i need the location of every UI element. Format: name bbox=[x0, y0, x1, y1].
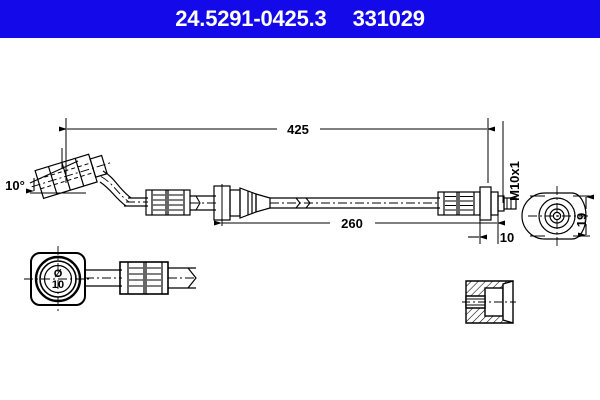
hose-section-right bbox=[270, 197, 440, 209]
bore-diameter-value: 10 bbox=[52, 279, 64, 291]
reference-number-label: 331029 bbox=[352, 6, 425, 31]
right-threaded-end bbox=[479, 186, 517, 221]
dimension-label-10: 10 bbox=[500, 230, 514, 245]
lower-hose-section-left bbox=[85, 269, 122, 287]
ferrule-left bbox=[145, 189, 191, 216]
dimension-260: 260 bbox=[214, 216, 505, 231]
dimension-label-m10x1: M10x1 bbox=[507, 161, 522, 201]
end-view-extension-ticks bbox=[530, 195, 545, 237]
hose-section-mid-left bbox=[190, 195, 216, 211]
dimension-label-425: 425 bbox=[287, 122, 309, 137]
dimension-label-260: 260 bbox=[341, 216, 363, 231]
dimension-10: 10 bbox=[468, 213, 514, 245]
part-number-label: 24.5291-0425.3 bbox=[175, 6, 327, 31]
dimension-angle-10deg: 10° bbox=[5, 148, 86, 194]
header-bar: 24.5291-0425.3 331029 bbox=[0, 0, 600, 38]
drawing-canvas: 425 M10x1 10° bbox=[0, 38, 600, 400]
ferrule-right bbox=[437, 191, 481, 216]
dimension-label-19: 19 bbox=[574, 213, 589, 227]
brake-hose-drawing-svg: 425 M10x1 10° bbox=[5, 118, 594, 324]
dimension-thread-m10x1: M10x1 bbox=[502, 121, 522, 203]
bracket-end-view: Ø 10 bbox=[24, 246, 92, 312]
lower-ferrule bbox=[119, 261, 169, 295]
left-end-fitting bbox=[31, 153, 111, 200]
middle-bracket bbox=[213, 184, 271, 222]
dimension-label-10deg: 10° bbox=[5, 178, 25, 193]
lower-hose-section-right bbox=[168, 267, 197, 289]
bracket-section-detail bbox=[462, 280, 516, 324]
bore-diameter-symbol: Ø bbox=[54, 268, 63, 280]
hex-nut-end-view bbox=[521, 186, 588, 246]
dimension-19: 19 bbox=[573, 194, 594, 238]
hose-left-bend bbox=[99, 170, 132, 207]
dimension-overall-425: 425 bbox=[59, 118, 495, 183]
hose-section-left bbox=[124, 197, 148, 207]
